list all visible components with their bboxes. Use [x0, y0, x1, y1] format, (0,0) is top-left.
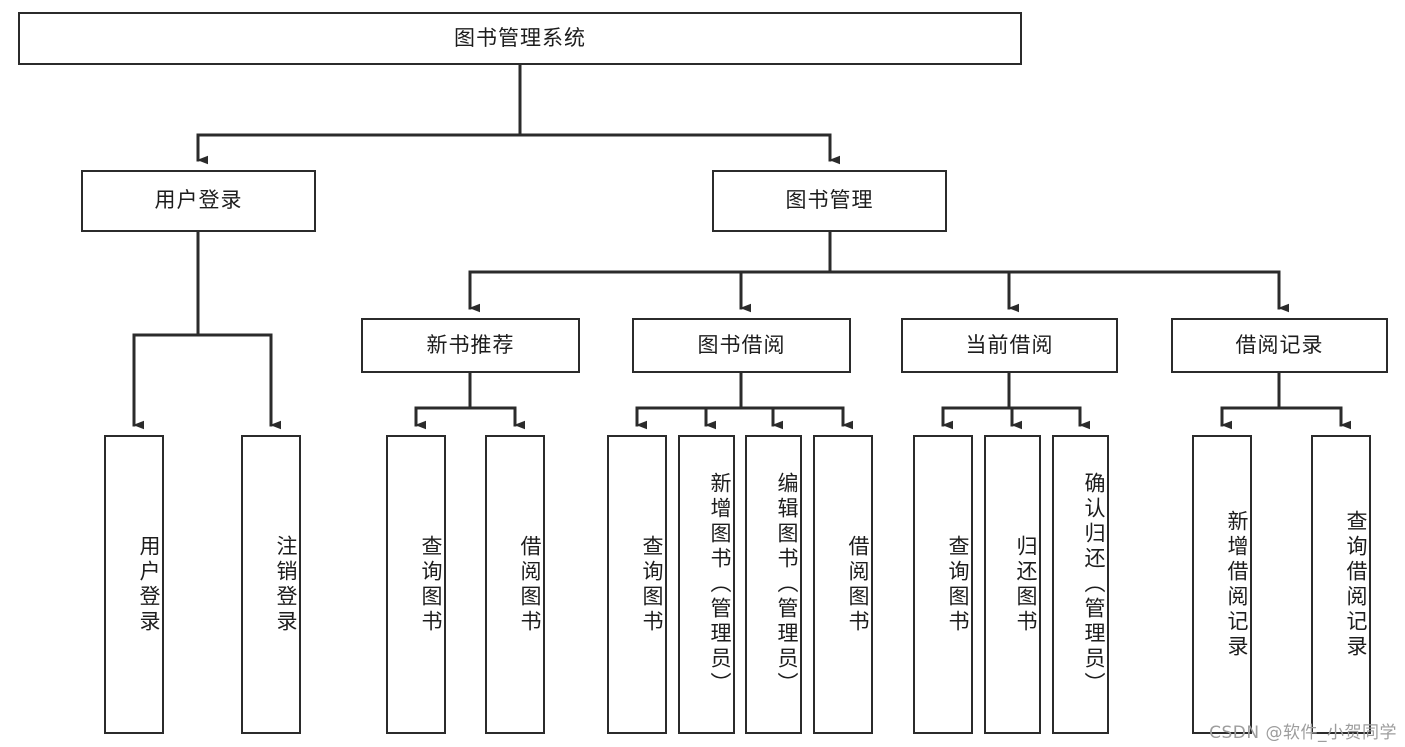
node-leaf-confirm-return-admin-label: 确认归还（管理员） — [1082, 472, 1106, 697]
node-root[interactable]: 图书管理系统 — [18, 12, 1022, 65]
node-root-label: 图书管理系统 — [454, 25, 586, 50]
node-leaf-borrow-book[interactable]: 借阅图书 — [813, 435, 873, 734]
node-leaf-add-book-admin[interactable]: 新增图书（管理员） — [678, 435, 735, 734]
node-leaf-confirm-return-admin[interactable]: 确认归还（管理员） — [1052, 435, 1109, 734]
node-leaf-edit-book-admin[interactable]: 编辑图书（管理员） — [745, 435, 802, 734]
node-leaf-user-login[interactable]: 用户登录 — [104, 435, 164, 734]
node-borrow-record[interactable]: 借阅记录 — [1171, 318, 1388, 373]
node-leaf-add-borrow-record[interactable]: 新增借阅记录 — [1192, 435, 1252, 734]
node-new-book-recommend[interactable]: 新书推荐 — [361, 318, 580, 373]
node-book-borrow-label: 图书借阅 — [697, 332, 786, 357]
node-borrow-record-label: 借阅记录 — [1235, 332, 1324, 357]
node-leaf-query-book-recommend-label: 查询图书 — [419, 534, 443, 635]
node-leaf-edit-book-admin-label: 编辑图书（管理员） — [775, 472, 799, 697]
node-leaf-query-book-recommend[interactable]: 查询图书 — [386, 435, 446, 734]
node-leaf-logout-login-label: 注销登录 — [274, 534, 298, 635]
node-leaf-query-book-borrow-label: 查询图书 — [640, 534, 664, 635]
node-leaf-return-book-label: 归还图书 — [1014, 534, 1038, 635]
node-book-manage-label: 图书管理 — [785, 188, 874, 213]
node-leaf-query-borrow-record-label: 查询借阅记录 — [1344, 509, 1368, 660]
node-leaf-borrow-book-recommend[interactable]: 借阅图书 — [485, 435, 545, 734]
node-leaf-return-book[interactable]: 归还图书 — [984, 435, 1041, 734]
node-leaf-borrow-book-recommend-label: 借阅图书 — [518, 534, 542, 635]
node-leaf-add-borrow-record-label: 新增借阅记录 — [1225, 509, 1249, 660]
node-book-manage[interactable]: 图书管理 — [712, 170, 947, 232]
node-leaf-query-book-current[interactable]: 查询图书 — [913, 435, 973, 734]
node-new-book-recommend-label: 新书推荐 — [426, 332, 515, 357]
node-leaf-add-book-admin-label: 新增图书（管理员） — [708, 472, 732, 697]
node-leaf-query-book-borrow[interactable]: 查询图书 — [607, 435, 667, 734]
node-leaf-borrow-book-label: 借阅图书 — [846, 534, 870, 635]
node-current-borrow[interactable]: 当前借阅 — [901, 318, 1118, 373]
node-leaf-logout-login[interactable]: 注销登录 — [241, 435, 301, 734]
node-leaf-user-login-label: 用户登录 — [137, 534, 161, 635]
node-leaf-query-book-current-label: 查询图书 — [946, 534, 970, 635]
node-current-borrow-label: 当前借阅 — [965, 332, 1054, 357]
node-leaf-query-borrow-record[interactable]: 查询借阅记录 — [1311, 435, 1371, 734]
node-user-login[interactable]: 用户登录 — [81, 170, 316, 232]
node-book-borrow[interactable]: 图书借阅 — [632, 318, 851, 373]
node-user-login-label: 用户登录 — [154, 188, 243, 213]
